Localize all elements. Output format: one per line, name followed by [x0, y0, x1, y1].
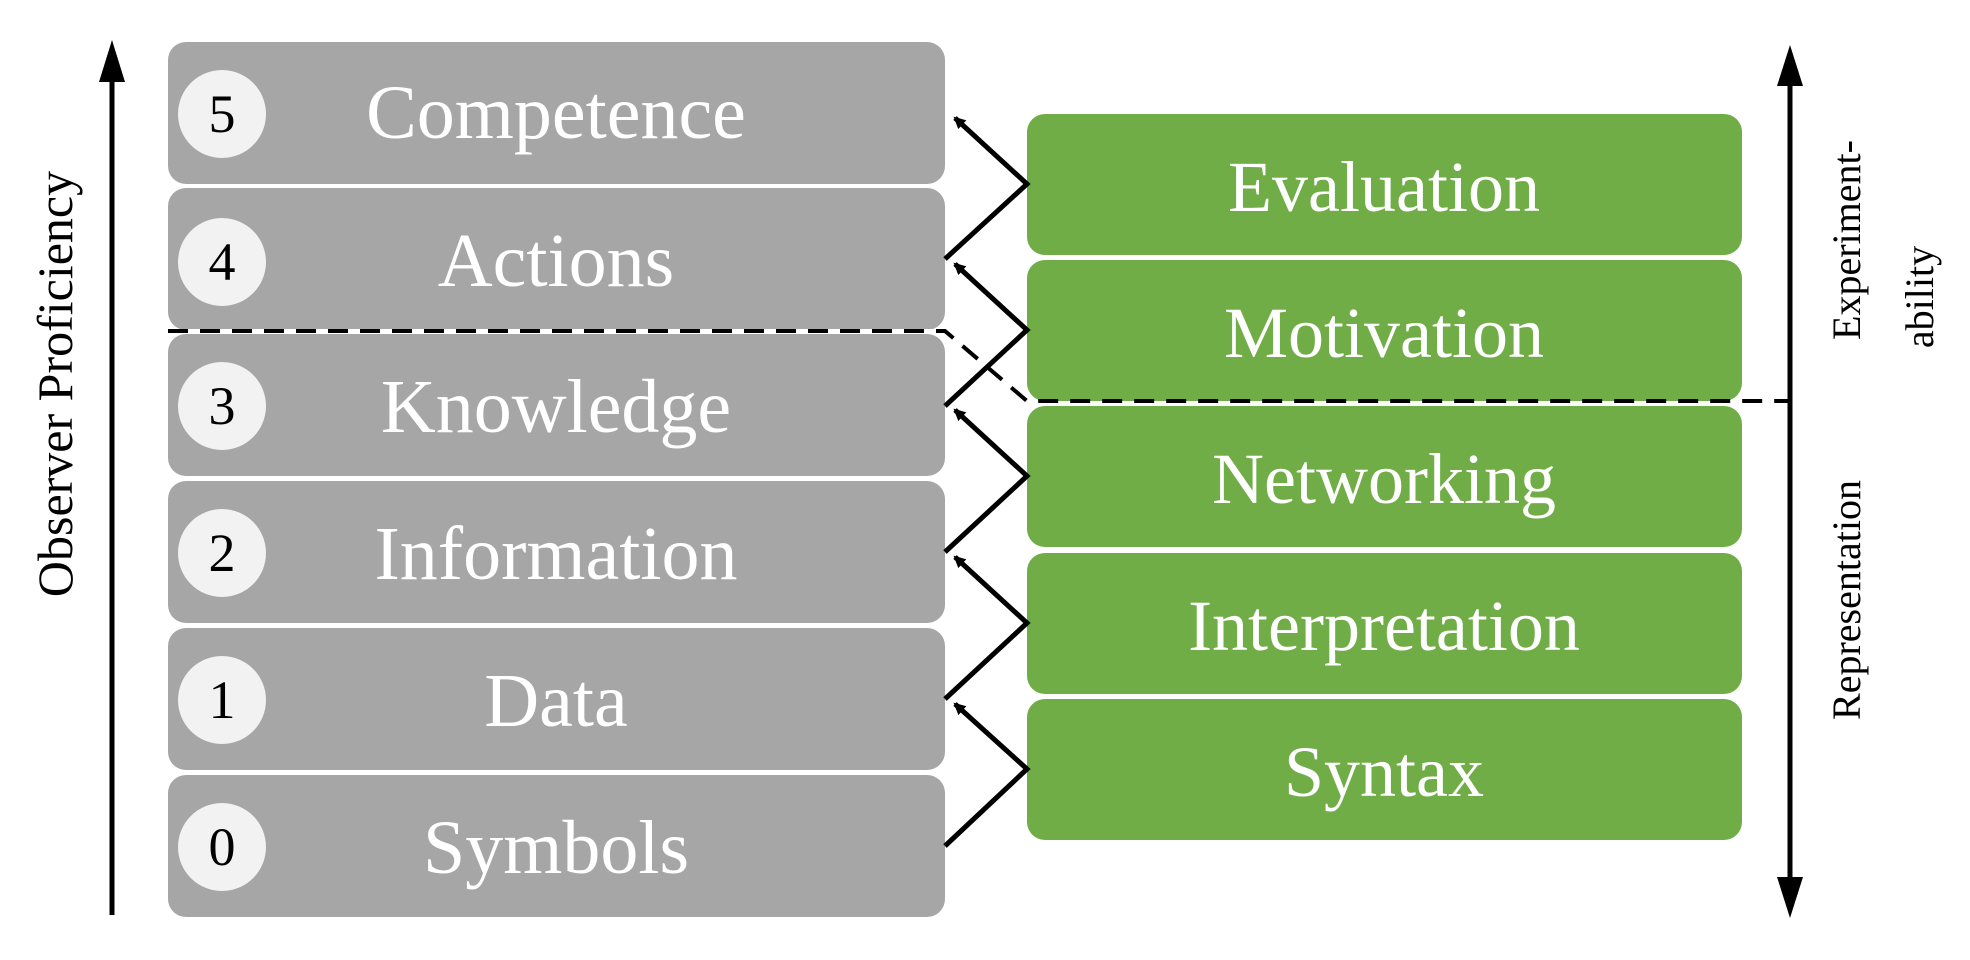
level-box-bg: [168, 188, 945, 330]
transition-box-bg: [1027, 260, 1742, 401]
level-box-bg: [168, 481, 945, 623]
left-axis: Observer Proficiency: [27, 40, 125, 915]
level-box-bg: [168, 628, 945, 770]
level-number-circle: [178, 218, 266, 306]
level-number: 4: [209, 232, 236, 292]
connector-arrows: [943, 116, 1031, 848]
level-box-5: 5 Competence: [168, 42, 945, 184]
level-label: Actions: [438, 219, 674, 303]
level-box-bg: [168, 42, 945, 184]
connector-evaluation: [943, 116, 1031, 261]
transition-box-evaluation: Evaluation: [1027, 114, 1742, 255]
level-box-3: 3 Knowledge: [168, 334, 945, 476]
level-box-bg: [168, 775, 945, 917]
transition-box-bg: [1027, 699, 1742, 840]
level-number-circle: [178, 509, 266, 597]
connector-syntax: [943, 702, 1031, 848]
transition-box-bg: [1027, 553, 1742, 694]
transition-label: Syntax: [1284, 732, 1484, 812]
level-box-0: 0 Symbols: [168, 775, 945, 917]
level-number: 1: [209, 670, 236, 730]
level-number-circle: [178, 656, 266, 744]
level-number-circle: [178, 362, 266, 450]
left-axis-label: Observer Proficiency: [27, 171, 83, 597]
right-axis-arrowhead-bottom: [1777, 877, 1803, 918]
transition-label: Evaluation: [1228, 147, 1540, 227]
divider-lines: [168, 329, 1790, 403]
levels-group: 5 Competence 4 Actions 3 Knowledge 2 Inf…: [168, 42, 945, 917]
level-box-4: 4 Actions: [168, 188, 945, 330]
transition-label: Interpretation: [1188, 586, 1580, 666]
level-number: 5: [209, 84, 236, 144]
dashed-divider-left: [168, 329, 1790, 403]
level-label: Data: [484, 659, 627, 743]
right-axis: Experiment- ability Representation: [1777, 45, 1942, 918]
level-box-2: 2 Information: [168, 481, 945, 623]
level-label: Information: [374, 512, 737, 596]
transition-label: Motivation: [1224, 293, 1544, 373]
right-axis-label-upper-line2: ability: [1897, 246, 1942, 348]
level-number-circle: [178, 70, 266, 158]
level-label: Competence: [366, 71, 746, 155]
left-axis-arrowhead: [99, 40, 125, 82]
right-axis-arrowhead-top: [1777, 45, 1803, 86]
transition-box-bg: [1027, 406, 1742, 547]
connector-networking: [943, 408, 1031, 554]
level-label: Knowledge: [381, 365, 731, 449]
transition-box-motivation: Motivation: [1027, 260, 1742, 401]
transition-box-interpretation: Interpretation: [1027, 553, 1742, 694]
connector-interpretation: [943, 555, 1031, 701]
transition-box-bg: [1027, 114, 1742, 255]
level-number: 2: [209, 523, 236, 583]
level-label: Symbols: [423, 806, 689, 890]
transition-box-syntax: Syntax: [1027, 699, 1742, 840]
level-number: 0: [209, 817, 236, 877]
right-axis-label-lower: Representation: [1824, 480, 1869, 720]
level-box-bg: [168, 334, 945, 476]
connector-motivation: [943, 262, 1031, 408]
transitions-group: Evaluation Motivation Networking Interpr…: [1027, 114, 1742, 840]
level-number-circle: [178, 803, 266, 891]
right-axis-label-upper-line1: Experiment-: [1824, 140, 1869, 340]
level-number: 3: [209, 376, 236, 436]
transition-box-networking: Networking: [1027, 406, 1742, 547]
level-box-1: 1 Data: [168, 628, 945, 770]
transition-label: Networking: [1212, 439, 1556, 519]
